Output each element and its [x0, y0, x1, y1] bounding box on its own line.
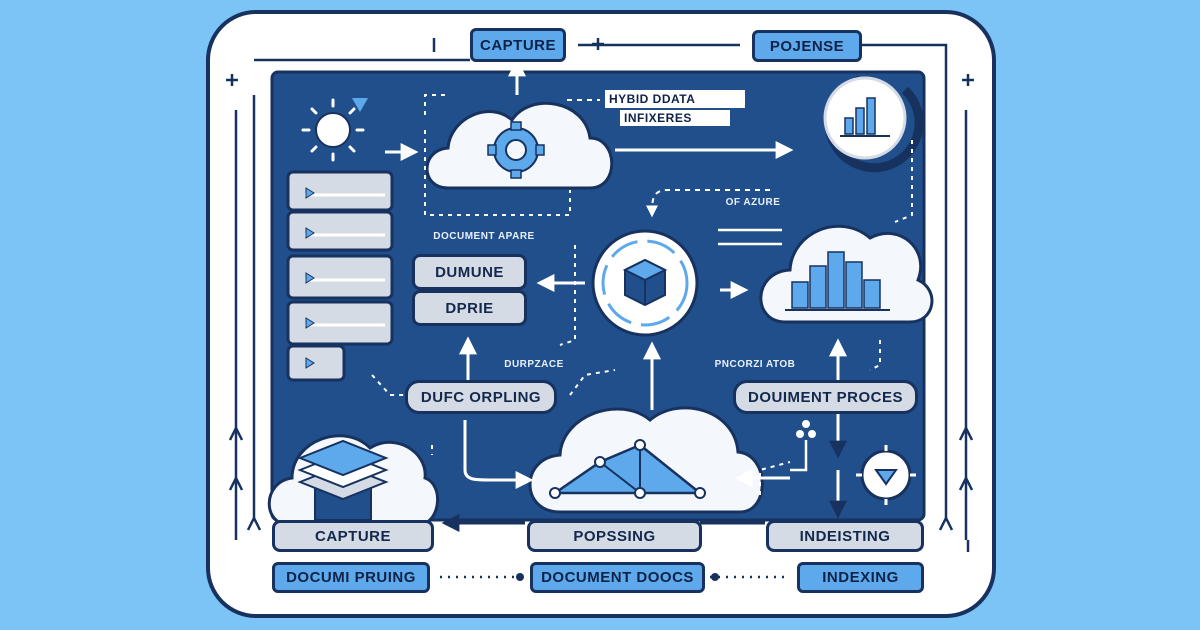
dashed-azure-loop: [646, 189, 770, 218]
azure-lines: [718, 228, 782, 246]
durpzace-label: DURPZACE: [504, 358, 564, 370]
triangle-network-icon: [549, 439, 706, 499]
arrow-into-bottom-cloud-left: [463, 420, 534, 489]
infixeres-label: INFIXERES: [620, 110, 730, 126]
douiment-proces-button[interactable]: DOUIMENT PROCES: [733, 380, 918, 414]
left-list: [286, 170, 394, 382]
dashed-centre-left: [569, 369, 616, 396]
pncorzi-atob-label: PNCORZI ATOB: [714, 358, 796, 370]
document-doocs-button[interactable]: DOCUMENT DOOCS: [530, 562, 705, 593]
layers-icon: [297, 439, 389, 521]
hybrid-data-label: HYBID DDATA: [605, 90, 745, 108]
dprie-button[interactable]: DPRIE: [412, 290, 527, 326]
dufc-orpling-button[interactable]: DUFC ORPLING: [405, 380, 557, 414]
of-azure-label: OF AZURE: [725, 196, 781, 208]
dashed-bottom-right: [759, 461, 791, 495]
dashed-list-to-dufc: [371, 374, 405, 396]
outer-arrowheads: [228, 425, 974, 531]
bar-chart-icon: [823, 75, 924, 173]
documi-pruing-button[interactable]: DOCUMI PRUING: [272, 562, 430, 593]
dashed-left-loop: [424, 94, 571, 216]
gear-icon: [487, 121, 545, 179]
indeisting-button[interactable]: INDEISTING: [766, 520, 924, 552]
document-apare-label: DOCUMENT APARE: [433, 230, 535, 242]
tree-icon: [790, 420, 816, 472]
pojense-label[interactable]: POJENSE: [752, 30, 862, 62]
cube-icon: [591, 229, 699, 337]
popssing-button[interactable]: POPSSING: [527, 520, 702, 552]
dashed-right-down: [894, 140, 913, 223]
capture-top-label[interactable]: CAPTURE: [470, 28, 566, 62]
sun-icon: [301, 98, 368, 162]
right-cloud: [759, 224, 934, 324]
indexing-button[interactable]: INDEXING: [797, 562, 924, 593]
capture-bottom-button[interactable]: CAPTURE: [272, 520, 434, 552]
footer-dots: [516, 573, 719, 581]
filter-icon: [856, 445, 916, 505]
outer-connector-lines: [234, 43, 968, 579]
dumune-button[interactable]: DUMUNE: [412, 254, 527, 290]
outer-plus-markers: [226, 38, 974, 552]
